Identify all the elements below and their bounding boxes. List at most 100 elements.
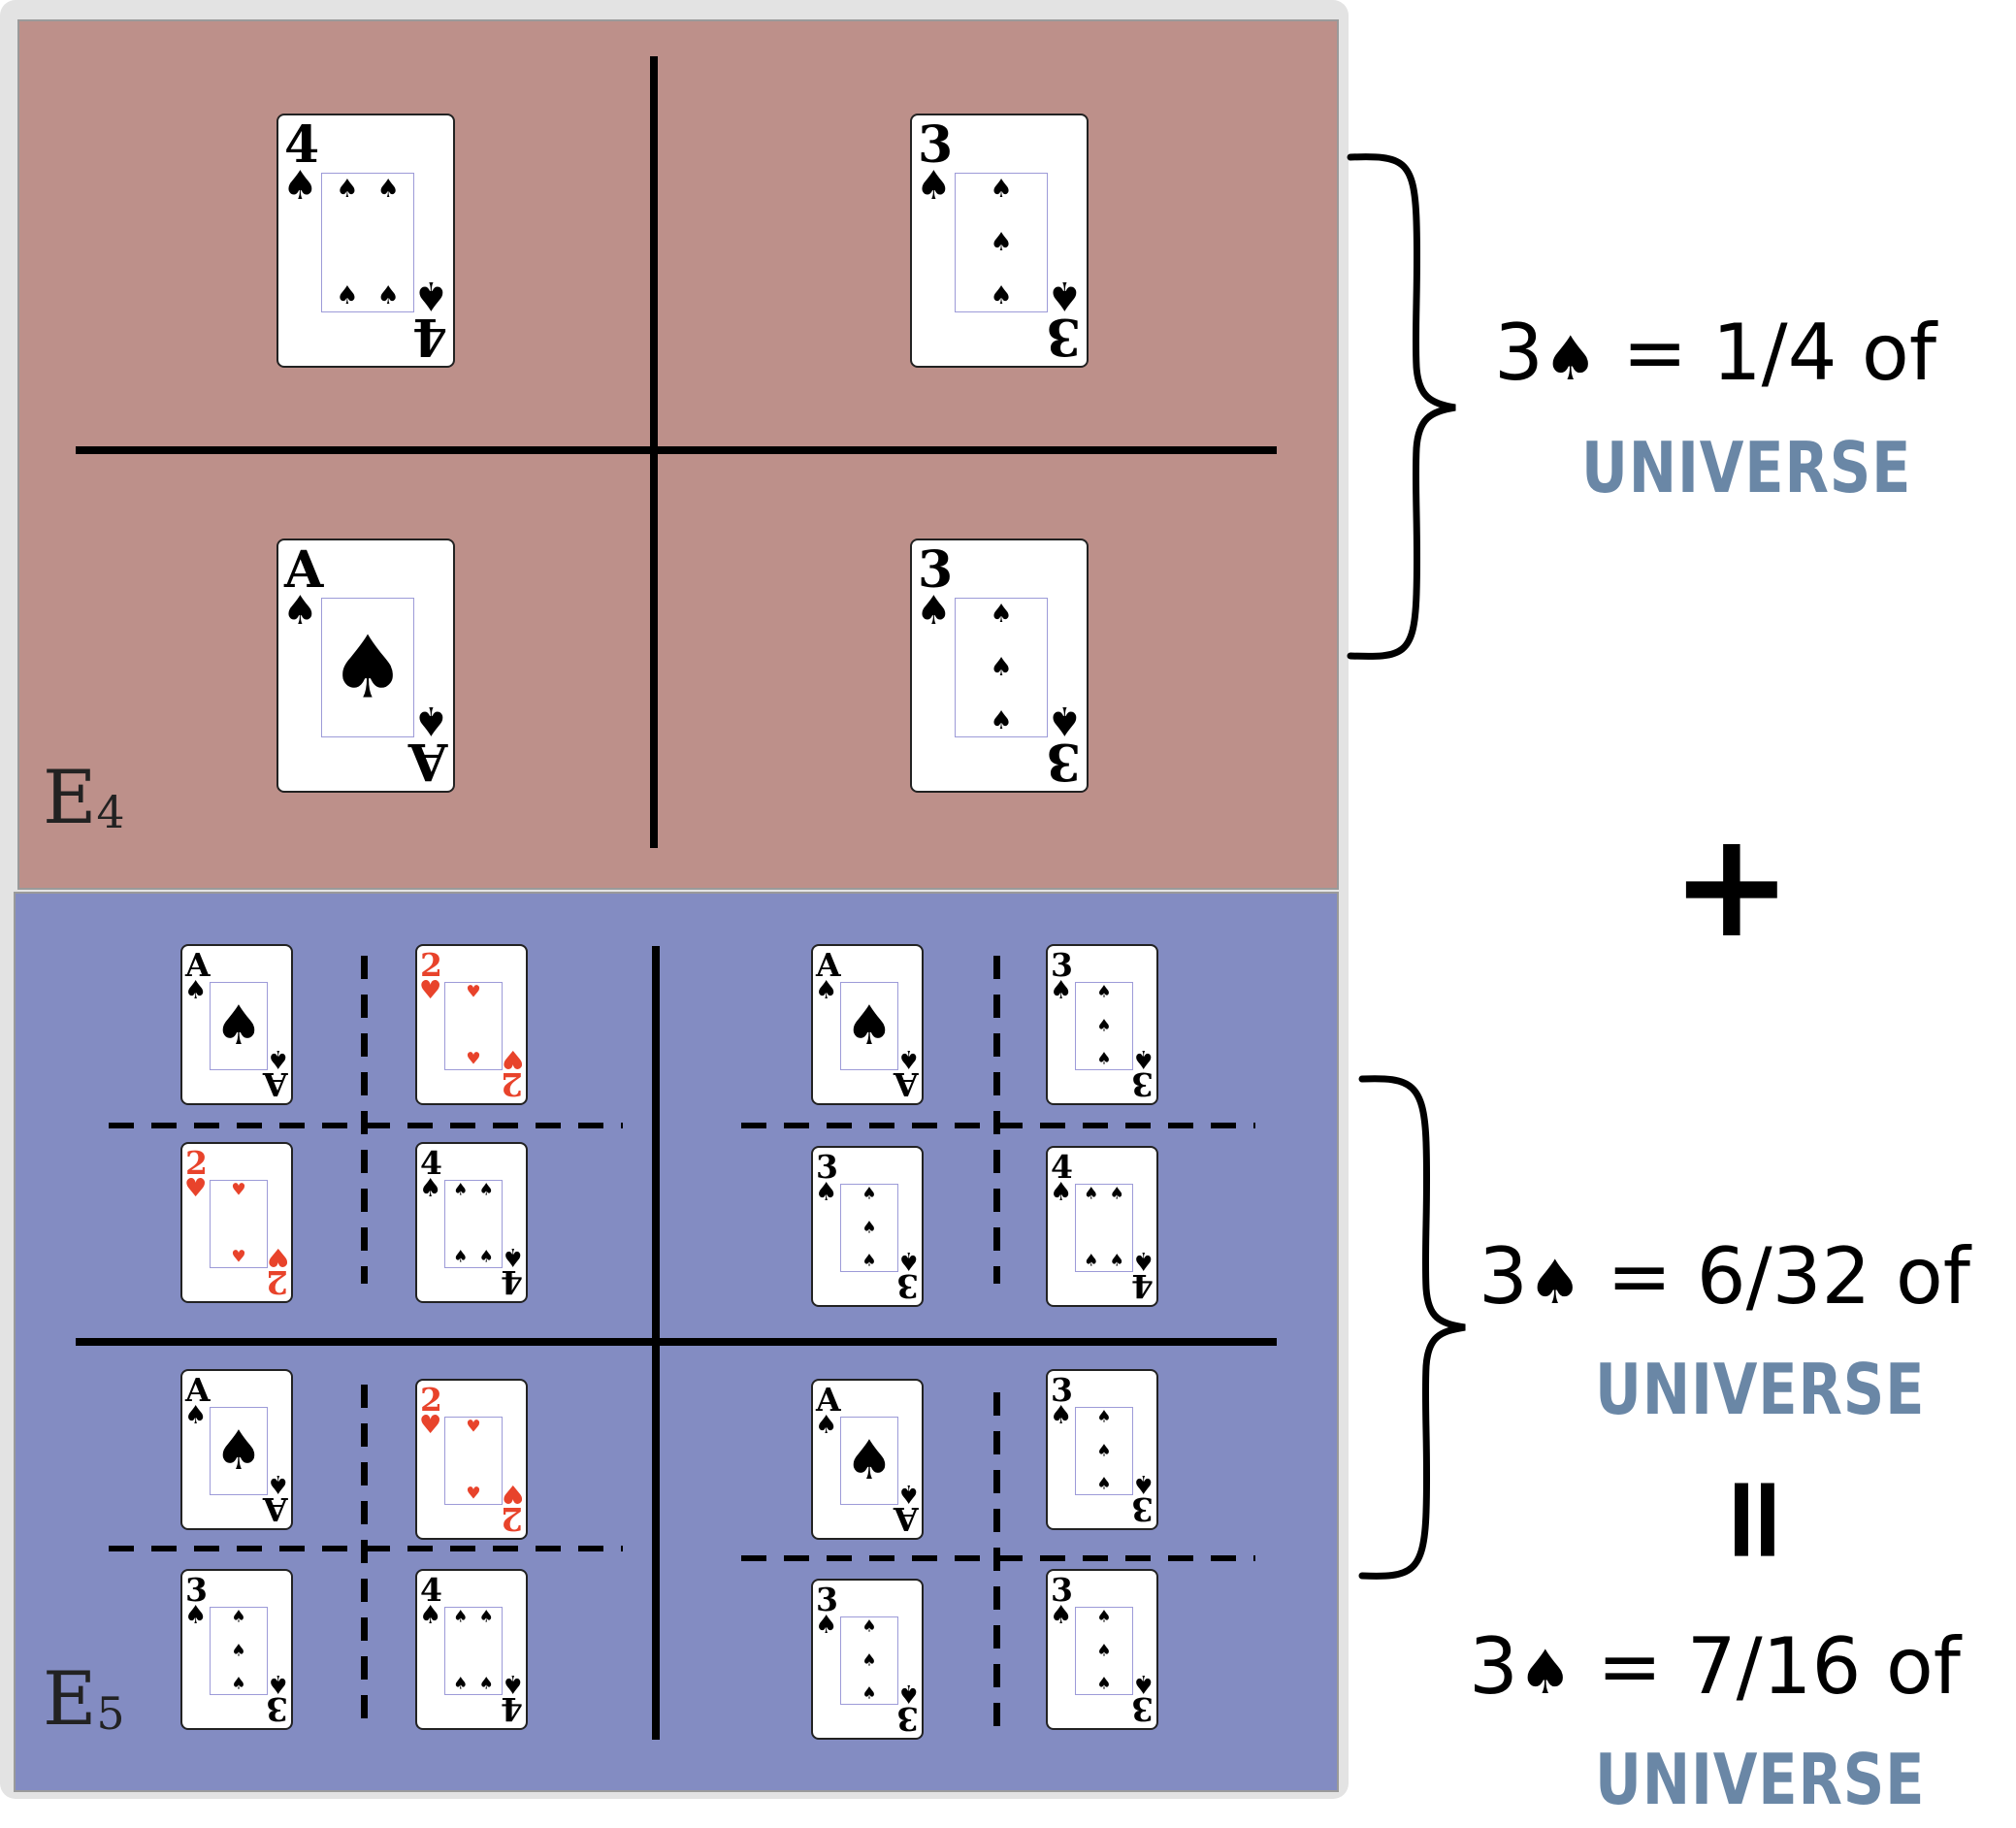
card-rank: 3 (816, 1148, 838, 1186)
card-suit-icon: ♥ (501, 1044, 524, 1073)
card-rank: 4 (420, 1144, 442, 1182)
card-rank: 4 (420, 1571, 442, 1609)
card-suit-icon: ♠ (1050, 976, 1073, 1005)
card-suit-icon: ♠ (1050, 1178, 1073, 1207)
card-rank: 4 (284, 115, 320, 175)
card-pip: ♠ (329, 616, 406, 718)
card-pip-frame (444, 1417, 503, 1505)
card-rank: 2 (420, 946, 442, 984)
probability-e5: 3♠ = 6/32 of (1479, 1231, 1970, 1322)
card-pip-frame (1075, 982, 1133, 1070)
card-suit-icon: ♥ (501, 1479, 524, 1508)
card-pip: ♠ (990, 175, 1013, 205)
card-suit-icon: ♠ (815, 976, 838, 1005)
probability-total: 3♠ = 7/16 of (1469, 1621, 1961, 1712)
playing-card: ♥♥2♥2♥ (415, 944, 528, 1105)
card-rank: 3 (918, 115, 954, 175)
card-pip: ♠ (231, 1674, 246, 1694)
quadrant-divider-horizontal (76, 1338, 1277, 1346)
card-suit-icon: ♠ (419, 1601, 442, 1630)
card-rank: 2 (185, 1144, 208, 1182)
card-pip: ♠ (1096, 1641, 1112, 1660)
card-pip: ♠ (844, 994, 894, 1058)
card-rank: A (284, 540, 324, 600)
card-pip-frame (444, 1607, 503, 1695)
card-pip: ♥ (466, 1049, 481, 1069)
card-pip-frame (840, 1417, 898, 1505)
card-pip-frame (840, 982, 898, 1070)
card-pip-frame (955, 598, 1048, 737)
card-pip: ♠ (1084, 1184, 1099, 1204)
card-pip: ♠ (478, 1247, 494, 1267)
card-suit-icon: ♠ (413, 698, 449, 744)
playing-card: ♠♠♠3♠3♠ (811, 1146, 924, 1307)
event-label-e4: E4 (43, 754, 125, 840)
card-rank: A (185, 1371, 211, 1409)
card-suit-icon: ♠ (282, 587, 318, 634)
card-pip: ♥ (231, 1180, 246, 1200)
card-rank: 3 (1051, 1571, 1073, 1609)
card-rank: A (816, 946, 841, 984)
playing-card: ♠♠♠3♠3♠ (910, 114, 1089, 368)
card-suit-icon: ♥ (266, 1242, 289, 1271)
card-pip: ♠ (1109, 1251, 1124, 1271)
card-suit-icon: ♠ (419, 1174, 442, 1203)
card-pip: ♠ (376, 280, 400, 310)
playing-card: ♠A♠A♠ (180, 944, 293, 1105)
playing-card: ♠♠♠♠4♠4♠ (1046, 1146, 1158, 1307)
sub-divider-horizontal (741, 1123, 1255, 1128)
card-pip: ♥ (466, 982, 481, 1002)
card-pip: ♠ (862, 1683, 877, 1704)
universe-label-total: UNIVERSE (1595, 1739, 1926, 1820)
card-suit-icon: ♠ (916, 587, 952, 634)
equals-sign: = (1689, 1470, 1825, 1569)
card-suit-icon: ♠ (1131, 1669, 1154, 1698)
card-suit-icon: ♠ (1131, 1469, 1154, 1498)
card-pip-frame (1075, 1184, 1133, 1272)
card-suit-icon: ♠ (501, 1669, 524, 1698)
playing-card: ♠A♠A♠ (276, 539, 455, 793)
card-suit-icon: ♠ (413, 273, 449, 319)
event-label-e5: E5 (43, 1655, 125, 1742)
sub-divider-horizontal (109, 1123, 623, 1128)
card-pip: ♠ (990, 280, 1013, 310)
card-pip: ♠ (1096, 1407, 1112, 1427)
card-suit-icon: ♠ (184, 976, 208, 1005)
card-suit-icon: ♠ (896, 1246, 920, 1275)
card-pip: ♠ (231, 1641, 246, 1660)
card-suit-icon: ♥ (184, 1174, 208, 1203)
card-suit-icon: ♠ (1050, 1601, 1073, 1630)
card-suit-icon: ♠ (896, 1679, 920, 1708)
card-pip-frame (321, 598, 414, 737)
probability-e4: 3♠ = 1/4 of (1494, 308, 1937, 398)
card-rank: 3 (1051, 946, 1073, 984)
card-pip: ♠ (862, 1184, 877, 1204)
card-pip: ♠ (862, 1251, 877, 1271)
sub-divider-vertical (993, 956, 1000, 1284)
card-pip: ♠ (453, 1180, 469, 1200)
card-pip: ♠ (453, 1607, 469, 1627)
card-suit-icon: ♠ (1047, 698, 1083, 744)
card-rank: 3 (1051, 1371, 1073, 1409)
card-suit-icon: ♥ (419, 976, 442, 1005)
card-rank: 4 (1051, 1148, 1073, 1186)
playing-card: ♠A♠A♠ (811, 1379, 924, 1540)
card-pip: ♠ (453, 1247, 469, 1267)
sub-divider-vertical (361, 956, 368, 1284)
card-pip: ♠ (1109, 1184, 1124, 1204)
universe-label-e5: UNIVERSE (1595, 1349, 1926, 1430)
card-pip: ♥ (466, 1417, 481, 1437)
sub-divider-horizontal (109, 1546, 623, 1551)
card-pip-frame (1075, 1407, 1133, 1495)
card-pip: ♠ (990, 705, 1013, 735)
card-pip: ♠ (213, 1419, 264, 1483)
card-pip: ♠ (1096, 1016, 1112, 1035)
playing-card: ♠♠♠3♠3♠ (1046, 1369, 1158, 1530)
card-suit-icon: ♠ (815, 1178, 838, 1207)
event-e4-panel: E4 ♠♠♠♠4♠4♠♠♠♠3♠3♠♠A♠A♠♠♠♠3♠3♠ (17, 19, 1339, 890)
playing-card: ♥♥2♥2♥ (180, 1142, 293, 1303)
universe-label-e4: UNIVERSE (1581, 427, 1912, 508)
playing-card: ♠♠♠3♠3♠ (1046, 944, 1158, 1105)
card-pip: ♠ (478, 1674, 494, 1694)
card-suit-icon: ♠ (1047, 273, 1083, 319)
